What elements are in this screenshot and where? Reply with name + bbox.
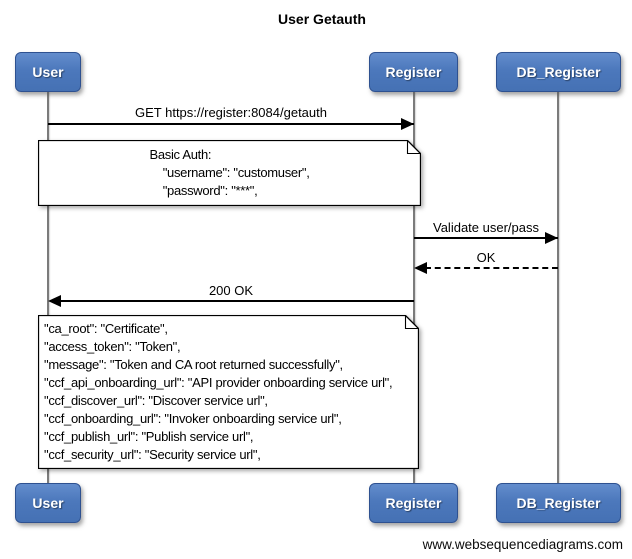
actor-db-register-top: DB_Register xyxy=(496,52,621,92)
lifeline-register xyxy=(413,92,415,483)
note-line: "ccf_discover_url": "Discover service ur… xyxy=(44,393,268,408)
note-line: "ccf_onboarding_url": "Invoker onboardin… xyxy=(44,411,342,426)
message-line-dashed xyxy=(425,267,558,269)
message-line xyxy=(48,123,414,125)
note-line: "ccf_api_onboarding_url": "API provider … xyxy=(44,375,393,390)
message-label-200-ok: 200 OK xyxy=(208,283,254,298)
message-line xyxy=(414,237,558,239)
watermark-text: www.websequencediagrams.com xyxy=(422,537,623,552)
lifeline-user xyxy=(47,92,49,483)
note-line: "ccf_publish_url": "Publish service url"… xyxy=(44,429,254,444)
actor-user-top: User xyxy=(15,52,81,92)
note-shape xyxy=(38,315,419,469)
actor-register-bottom: Register xyxy=(369,483,458,523)
actor-db-register-bottom: DB_Register xyxy=(496,483,621,523)
actor-register-top: Register xyxy=(369,52,458,92)
note-line: "access_token": "Token", xyxy=(44,339,181,354)
note-line: "ca_root": "Certificate", xyxy=(44,321,168,336)
message-label-get-getauth: GET https://register:8084/getauth xyxy=(135,105,327,120)
note-line: "username": "customuser", xyxy=(149,165,310,180)
arrowhead-left-icon xyxy=(414,262,427,274)
actor-label: User xyxy=(32,64,64,80)
actor-label: DB_Register xyxy=(516,64,601,80)
message-label-validate: Validate user/pass xyxy=(433,220,539,235)
actor-label: Register xyxy=(385,64,442,80)
lifeline-db-register xyxy=(557,92,559,483)
actor-label: Register xyxy=(385,495,442,511)
arrowhead-left-icon xyxy=(48,295,61,307)
note-line: "ccf_security_url": "Security service ur… xyxy=(44,447,261,462)
arrowhead-right-icon xyxy=(545,232,558,244)
actor-label: DB_Register xyxy=(516,495,601,511)
actor-user-bottom: User xyxy=(15,483,81,523)
note-shape xyxy=(38,140,421,206)
arrowhead-right-icon xyxy=(401,118,414,130)
note-basic-auth: Basic Auth: "username": "customuser", "p… xyxy=(38,140,421,206)
message-line xyxy=(59,300,414,302)
note-line: "message": "Token and CA root returned s… xyxy=(44,357,343,372)
diagram-title: User Getauth xyxy=(278,11,366,27)
note-line: Basic Auth: xyxy=(149,147,212,162)
note-token-response: "ca_root": "Certificate", "access_token"… xyxy=(38,315,419,469)
actor-label: User xyxy=(32,495,64,511)
note-line: "password": "***", xyxy=(149,183,258,198)
message-label-ok: OK xyxy=(476,250,496,265)
